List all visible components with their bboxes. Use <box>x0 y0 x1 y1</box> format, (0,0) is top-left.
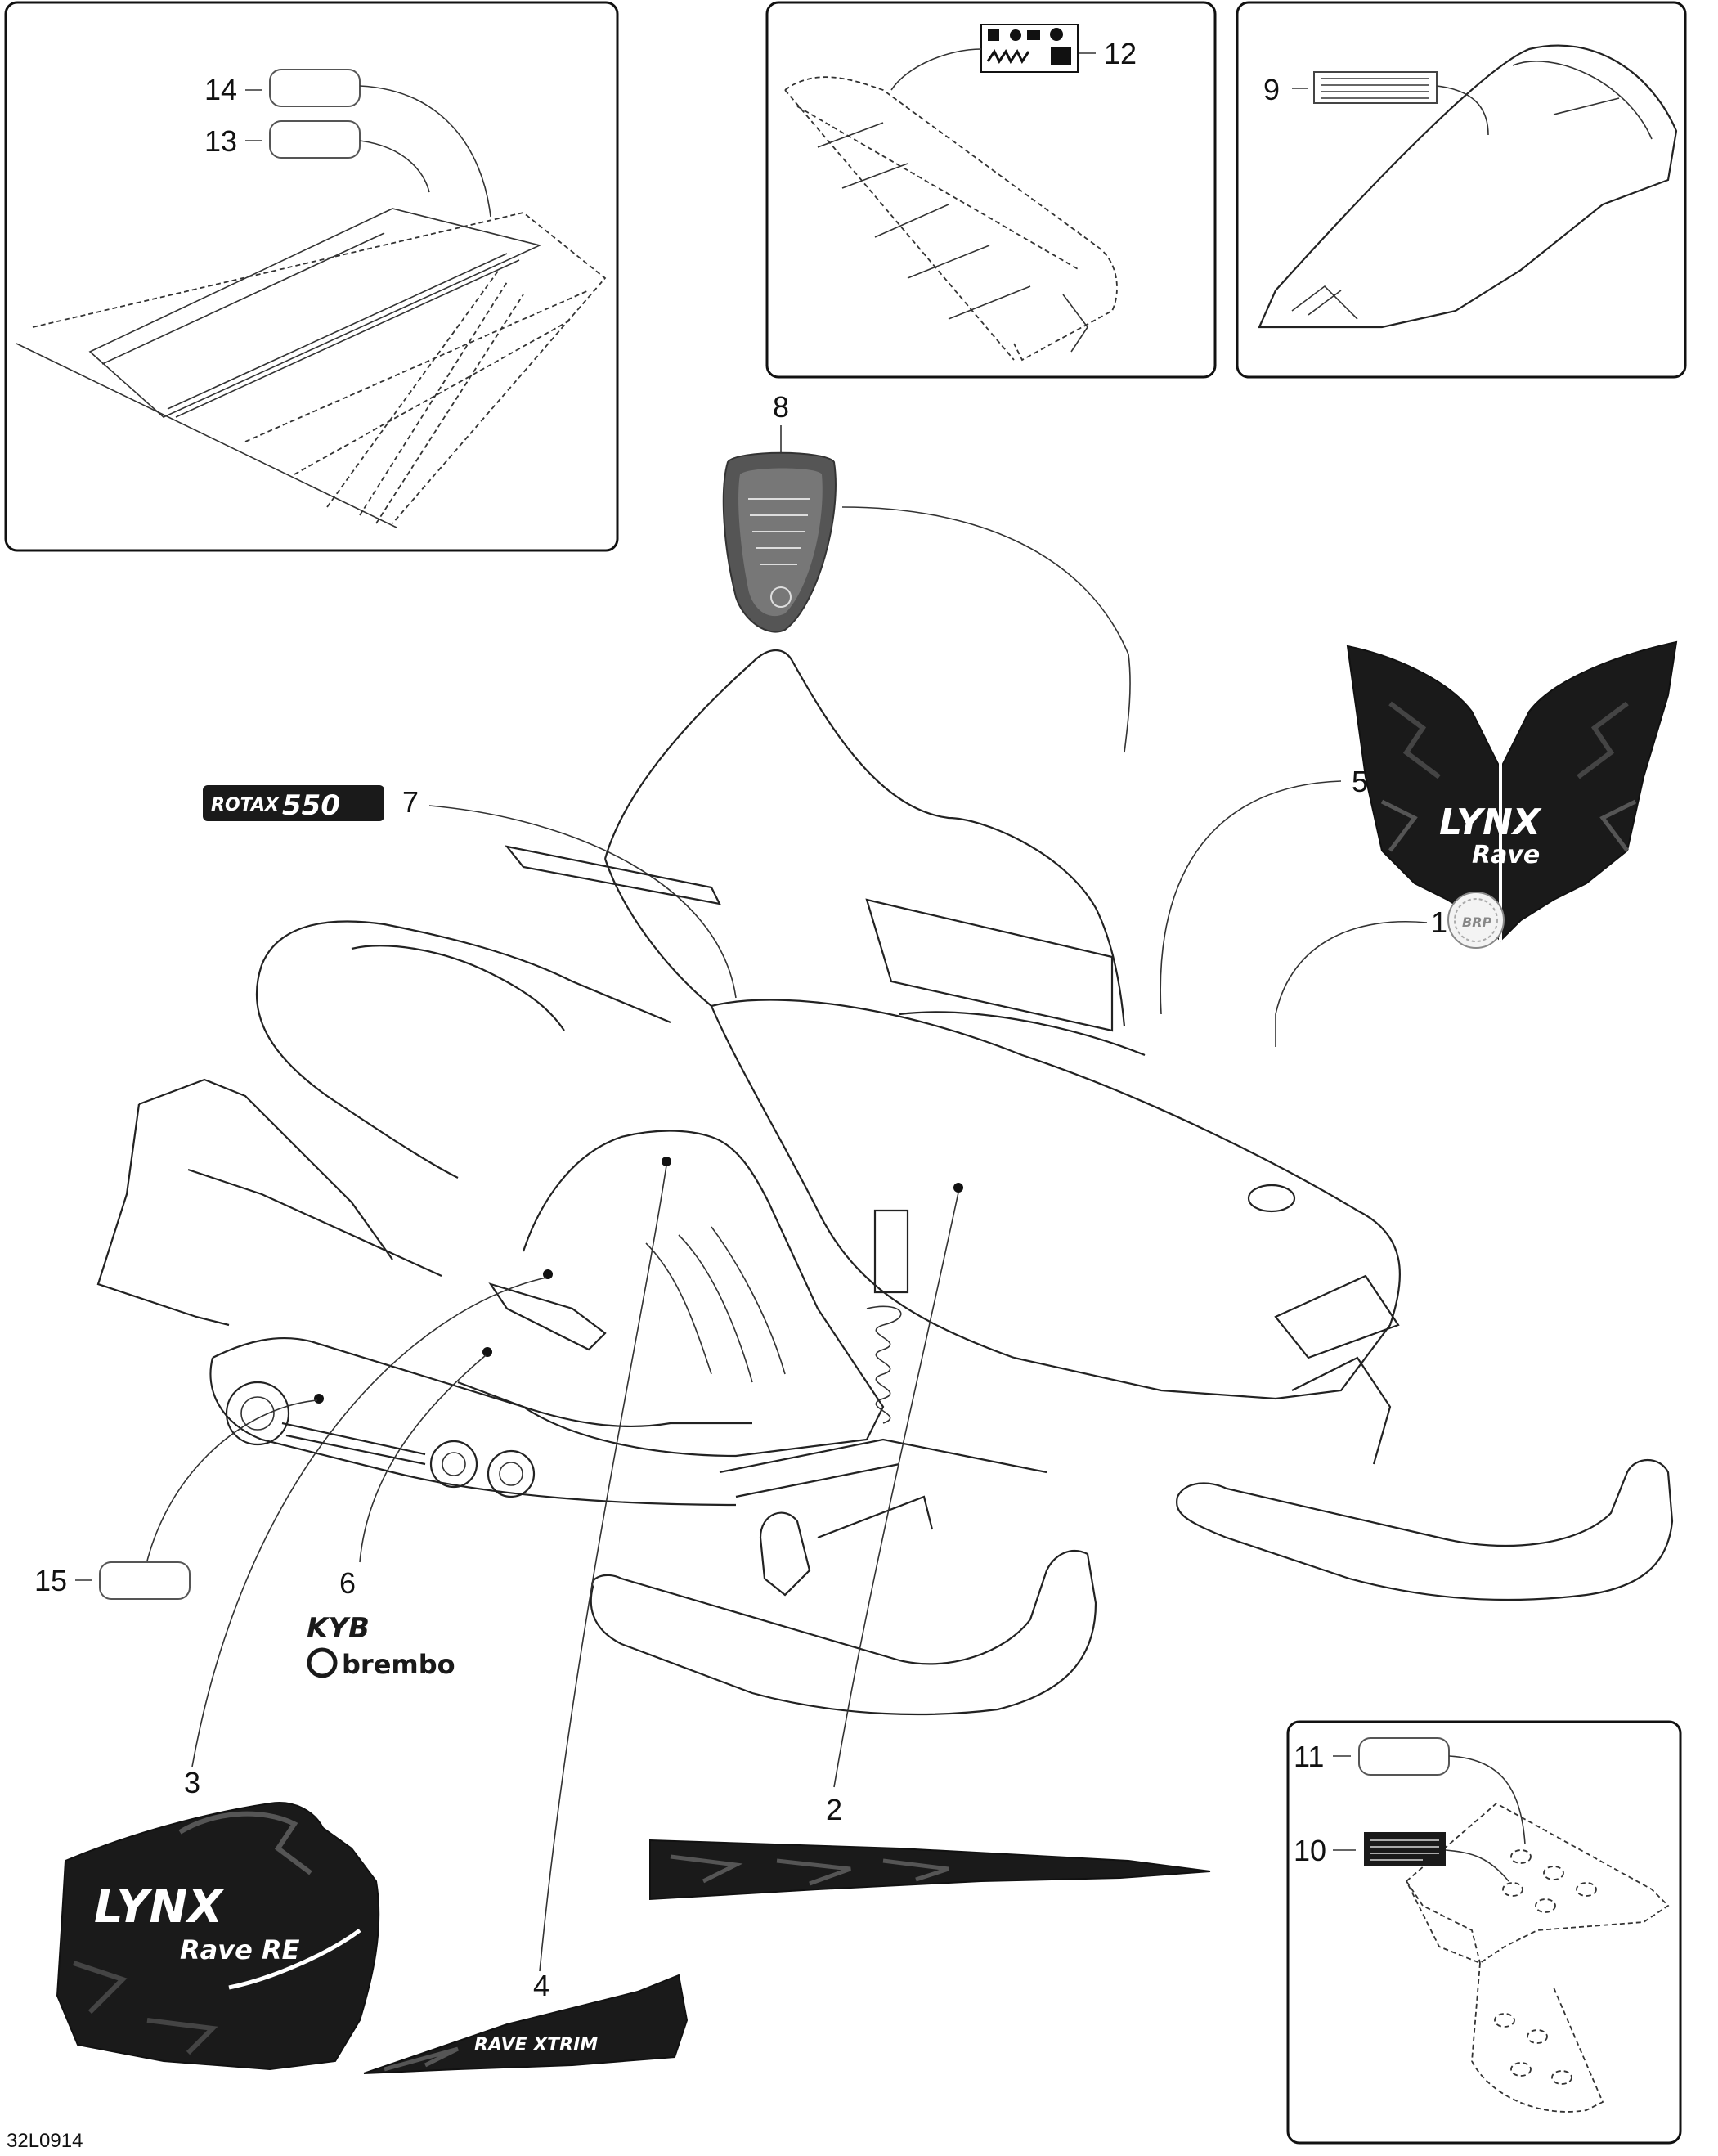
lynx-side-text: LYNX <box>94 1880 225 1934</box>
kyb-text: KYB <box>307 1612 370 1645</box>
dash-vent <box>899 1011 1146 1057</box>
snowmobile-drawing <box>96 649 1674 1716</box>
inset-tunnel: 14 13 <box>4 1 619 552</box>
leader-8 <box>841 506 1131 753</box>
brp-badge-text: BRP <box>1462 914 1492 930</box>
tunnel-outline <box>32 212 607 524</box>
safety-label-12 <box>980 24 1079 73</box>
leader-14 <box>359 85 491 218</box>
decal-4-rave-xtrim: RAVE XTRIM <box>363 1974 689 2074</box>
callout-1: 1 <box>1431 905 1447 939</box>
callout-8: 8 <box>773 390 789 424</box>
inset-rear-flap-frame <box>1236 1 1687 379</box>
shock-absorber <box>873 1209 909 1294</box>
leader-13 <box>359 140 430 193</box>
callout-3: 3 <box>184 1766 200 1799</box>
rear-flap <box>96 1103 230 1327</box>
instrument-pod <box>865 898 1114 1032</box>
brembo-text: brembo <box>342 1649 455 1680</box>
inset-hitch: 11 10 <box>1286 1720 1682 2145</box>
blank-decal-13 <box>269 120 361 159</box>
leader-11 <box>1448 1755 1526 1845</box>
rave-xtrim-text: RAVE XTRIM <box>474 2035 598 2055</box>
callout-10: 10 <box>1294 1834 1326 1867</box>
callout-15: 15 <box>34 1564 67 1597</box>
decal-5-lynx-rave-hood: LYNX Rave <box>1346 640 1678 942</box>
seat <box>260 920 671 1024</box>
bogie-wheel-1 <box>225 1381 290 1446</box>
callout-12: 12 <box>1104 37 1137 70</box>
tunnel-plate <box>88 208 542 418</box>
spindle <box>759 1511 811 1597</box>
decal-8-console-label: 8 <box>722 390 837 633</box>
rear-flap-outline <box>1258 44 1678 329</box>
blank-decal-11 <box>1358 1737 1450 1776</box>
callout-14: 14 <box>204 73 237 106</box>
leader-2 <box>833 1192 959 1788</box>
anchor-dot-4 <box>662 1157 671 1166</box>
track <box>212 1336 752 1428</box>
inset-tunnel-frame <box>4 1 619 552</box>
rave-hood-text: Rave <box>1472 841 1540 869</box>
inset-seat-frame <box>765 1 1217 379</box>
callout-6: 6 <box>339 1566 356 1600</box>
rotax-brand-text: ROTAX <box>211 795 280 815</box>
warning-label-9 <box>1313 71 1438 104</box>
leader-3 <box>191 1277 547 1767</box>
decal-1-brp-badge: BRP <box>1447 892 1505 949</box>
drawing-id: 32L0914 <box>7 2130 83 2152</box>
rotax-model-text: 550 <box>282 789 340 822</box>
leader-9 <box>1436 85 1489 136</box>
bogie-wheel-3 <box>487 1449 536 1498</box>
callout-5: 5 <box>1352 765 1368 798</box>
hood <box>711 999 1402 1400</box>
lynx-hood-text: LYNX <box>1439 802 1542 843</box>
anchor-dot-6 <box>482 1347 492 1357</box>
anchor-dot-3 <box>543 1269 553 1279</box>
ski-left <box>590 1550 1097 1716</box>
hood-badge-spot <box>1247 1184 1296 1213</box>
leader-1 <box>1275 920 1428 1047</box>
hitch-top-plate <box>1405 1802 1670 1965</box>
inset-hitch-frame <box>1286 1720 1682 2145</box>
callout-4: 4 <box>533 1969 549 2002</box>
tunnel-edge-line <box>16 343 397 528</box>
side-panel <box>457 1130 885 1458</box>
anchor-dot-2 <box>953 1183 963 1193</box>
leader-7 <box>428 805 737 999</box>
anchor-dot-15 <box>314 1394 324 1404</box>
decal-2-side-stripe <box>649 1839 1211 1901</box>
ski-right <box>1176 1459 1674 1601</box>
warning-label-10 <box>1364 1832 1446 1866</box>
callout-11: 11 <box>1294 1740 1324 1773</box>
inset-rear-flap: 9 <box>1236 1 1687 379</box>
callout-7: 7 <box>402 785 419 819</box>
seat-outline <box>784 76 1118 362</box>
leader-15 <box>142 1399 318 1579</box>
decal-3-lynx-side: LYNX Rave RE <box>56 1802 380 2071</box>
blank-decal-15 <box>99 1561 191 1600</box>
leader-4 <box>539 1165 667 1972</box>
decal-6-kyb-brembo: KYB brembo <box>307 1612 455 1680</box>
leader-10 <box>1445 1849 1509 1882</box>
side-vent <box>488 1282 607 1351</box>
leader-5 <box>1160 780 1342 1015</box>
callout-9: 9 <box>1263 73 1280 106</box>
leader-6 <box>359 1354 487 1563</box>
callout-2: 2 <box>826 1793 842 1826</box>
a-arm <box>719 1438 1047 1474</box>
callout-13: 13 <box>204 124 237 158</box>
bogie-wheel-2 <box>429 1440 478 1489</box>
headlight <box>1274 1274 1400 1359</box>
decal-7-rotax-550: ROTAX 550 <box>203 785 384 822</box>
blank-decal-14 <box>269 69 361 107</box>
rave-side-text: Rave RE <box>180 1934 300 1965</box>
inset-seat: 12 <box>765 1 1217 379</box>
windshield <box>603 649 1126 1027</box>
hitch-bracket <box>1471 1962 1604 2113</box>
leader-12 <box>890 48 982 91</box>
handlebar <box>505 845 721 905</box>
